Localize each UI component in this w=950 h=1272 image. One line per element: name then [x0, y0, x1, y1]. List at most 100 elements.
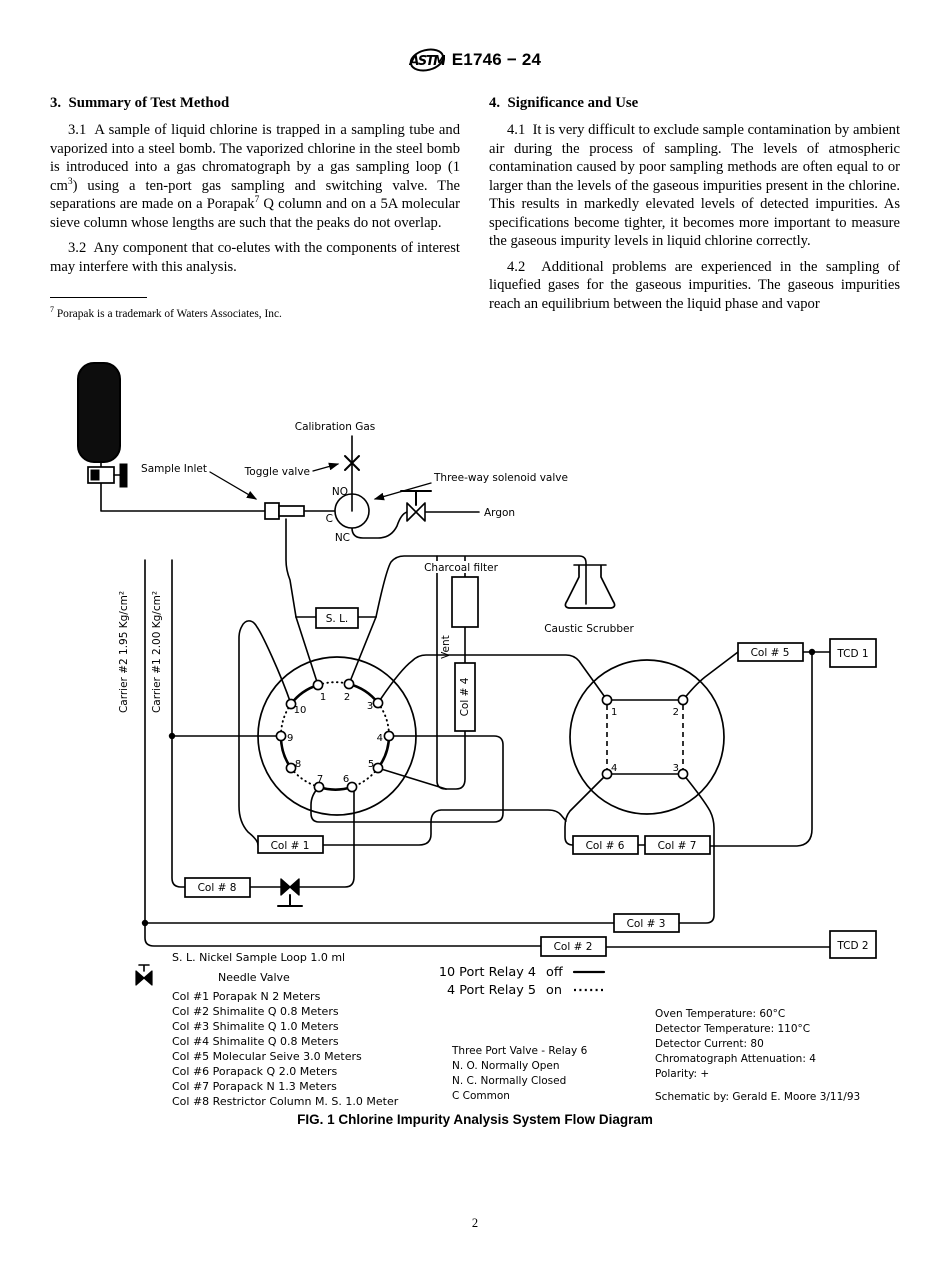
legend-col-6: Col #6 Porapack Q 2.0 Meters	[172, 1065, 338, 1078]
setting-detector-current: Detector Current: 80	[655, 1038, 764, 1050]
col-7-box	[644, 835, 711, 855]
port-nc-label: NC	[335, 532, 350, 544]
junction-dot	[141, 919, 149, 927]
setting-oven-temp: Oven Temperature: 60°C	[655, 1008, 785, 1020]
column-boxes	[184, 607, 877, 959]
charcoal-filter-label: Charcoal filter	[424, 562, 499, 574]
page-header: ASTM E1746 − 24	[0, 44, 950, 76]
three-port-valve-note-2: N. O. Normally Open	[452, 1060, 560, 1072]
col-5-label: Col # 5	[751, 647, 790, 659]
port-no-label: NO	[332, 486, 348, 498]
footnote-text: Porapak is a trademark of Waters Associa…	[54, 307, 282, 320]
col-2-box	[540, 936, 607, 957]
footnote-7: 7 Porapak is a trademark of Waters Assoc…	[50, 305, 460, 320]
relay-10-label: 10 Port Relay 4	[439, 965, 536, 980]
carrier-1-label: Carrier #1 2.00 Kg/cm²	[151, 591, 163, 713]
col-5-box	[737, 642, 804, 662]
standard-designation: E1746 − 24	[451, 50, 542, 69]
col-1-label: Col # 1	[271, 840, 310, 852]
needle-valve-icon	[280, 878, 300, 896]
col-7-label: Col # 7	[658, 840, 697, 852]
ten-port-numbers: 1 2 3 4 5 6 7 8 9 10	[287, 692, 383, 785]
setting-attenuation: Chromatograph Attenuation: 4	[655, 1053, 816, 1065]
paragraph-3-1-text: Q column and on a 5A molecular sieve col…	[50, 196, 464, 231]
four-port-valve	[569, 659, 725, 815]
col-1-box	[257, 835, 324, 854]
junction-dot	[808, 648, 816, 656]
astm-logo: ASTM	[409, 48, 445, 72]
diagram-labels: Calibration Gas Sample Inlet Toggle valv…	[118, 421, 869, 953]
col-3-box	[613, 913, 680, 933]
sample-inlet-fitting	[264, 502, 305, 520]
footnote-ref-7: 7	[254, 195, 260, 206]
astm-logo-text: ASTM	[409, 54, 445, 69]
tcd-2-label: TCD 2	[836, 940, 868, 952]
setting-detector-temp: Detector Temperature: 110°C	[655, 1023, 810, 1035]
left-column: 3. Summary of Test Method 3.1 A sample o…	[50, 95, 460, 320]
legend-col-1: Col #1 Porapak N 2 Meters	[172, 990, 321, 1003]
port-c-label: C	[326, 513, 333, 525]
tcd-1-label: TCD 1	[836, 648, 868, 660]
needle-valve-legend-icon	[135, 964, 153, 986]
relay-4-label: 4 Port Relay 5	[447, 983, 536, 998]
paragraph-3-1-text: 3.1 A sample of liquid chlorine is trapp…	[50, 122, 464, 194]
paragraph-3-1-text: ) using a ten-port gas sampling and swit…	[50, 177, 464, 213]
port-label: 5	[368, 759, 374, 770]
sample-loop-note: S. L. Nickel Sample Loop 1.0 ml	[172, 951, 345, 964]
port-label: 4	[611, 763, 617, 774]
argon-label: Argon	[484, 507, 515, 519]
col-2-label: Col # 2	[554, 941, 593, 953]
legend-col-2: Col #2 Shimalite Q 0.8 Meters	[172, 1005, 339, 1018]
tcd-2-box	[829, 930, 877, 959]
charcoal-filter-box	[451, 576, 479, 628]
caustic-scrubber-icon	[564, 564, 616, 609]
port-label: 1	[611, 707, 617, 718]
toggle-valve-label: Toggle valve	[244, 466, 310, 478]
superscript-3: 3	[67, 176, 73, 187]
section-4-heading: 4. Significance and Use	[489, 95, 639, 111]
ten-port-valve	[257, 656, 417, 816]
paragraph-4-1: 4.1 It is very difficult to exclude samp…	[489, 122, 904, 249]
legend-col-8: Col #8 Restrictor Column M. S. 1.0 Meter	[172, 1095, 399, 1108]
figure-caption: FIG. 1 Chlorine Impurity Analysis System…	[297, 1112, 653, 1127]
sample-loop-box	[315, 607, 359, 629]
col-3-label: Col # 3	[627, 918, 666, 930]
diagram-legend: S. L. Nickel Sample Loop 1.0 ml Needle V…	[135, 951, 860, 1108]
port-label: 3	[367, 701, 373, 712]
gas-cylinder-icon	[77, 362, 128, 488]
section-3-heading: 3. Summary of Test Method	[50, 95, 230, 111]
paragraph-3-2: 3.2 Any component that co-elutes with th…	[50, 240, 464, 275]
three-port-valve-note-4: C Common	[452, 1090, 510, 1102]
port-label: 8	[295, 759, 301, 770]
page-number: 2	[471, 1216, 479, 1230]
three-way-valve-label: Three-way solenoid valve	[433, 472, 568, 484]
sample-inlet-label: Sample Inlet	[141, 463, 207, 475]
vent-label: Vent	[440, 635, 452, 659]
three-way-solenoid-valve-icon	[334, 493, 370, 529]
needle-valve-label: Needle Valve	[218, 971, 290, 984]
paragraph-3-1: 3.1 A sample of liquid chlorine is trapp…	[50, 121, 460, 232]
three-port-valve-note-1: Three Port Valve - Relay 6	[451, 1045, 588, 1057]
calibration-gas-label: Calibration Gas	[295, 421, 376, 433]
col-4-label: Col # 4	[459, 677, 471, 716]
col-6-label: Col # 6	[586, 840, 625, 852]
col-8-label: Col # 8	[198, 882, 237, 894]
relay-10-state: off	[546, 965, 564, 980]
port-label: 3	[673, 763, 679, 774]
col-6-box	[572, 835, 639, 855]
carrier-2-label: Carrier #2 1.95 Kg/cm²	[118, 591, 130, 713]
relay-4-state: on	[546, 983, 562, 998]
port-label: 4	[377, 733, 383, 744]
col-8-box	[184, 877, 251, 898]
junction-dot	[168, 732, 176, 740]
footnote-marker: 7	[50, 305, 54, 314]
port-label: 1	[320, 692, 326, 703]
paragraph-4-2: 4.2 Additional problems are experienced …	[489, 258, 904, 312]
footnote-rule	[50, 297, 147, 298]
setting-polarity: Polarity: +	[655, 1068, 709, 1080]
argon-valve-icon	[400, 490, 432, 522]
port-label: 10	[294, 705, 307, 716]
schematic-credit: Schematic by: Gerald E. Moore 3/11/93	[655, 1091, 860, 1103]
port-label: 2	[673, 707, 679, 718]
